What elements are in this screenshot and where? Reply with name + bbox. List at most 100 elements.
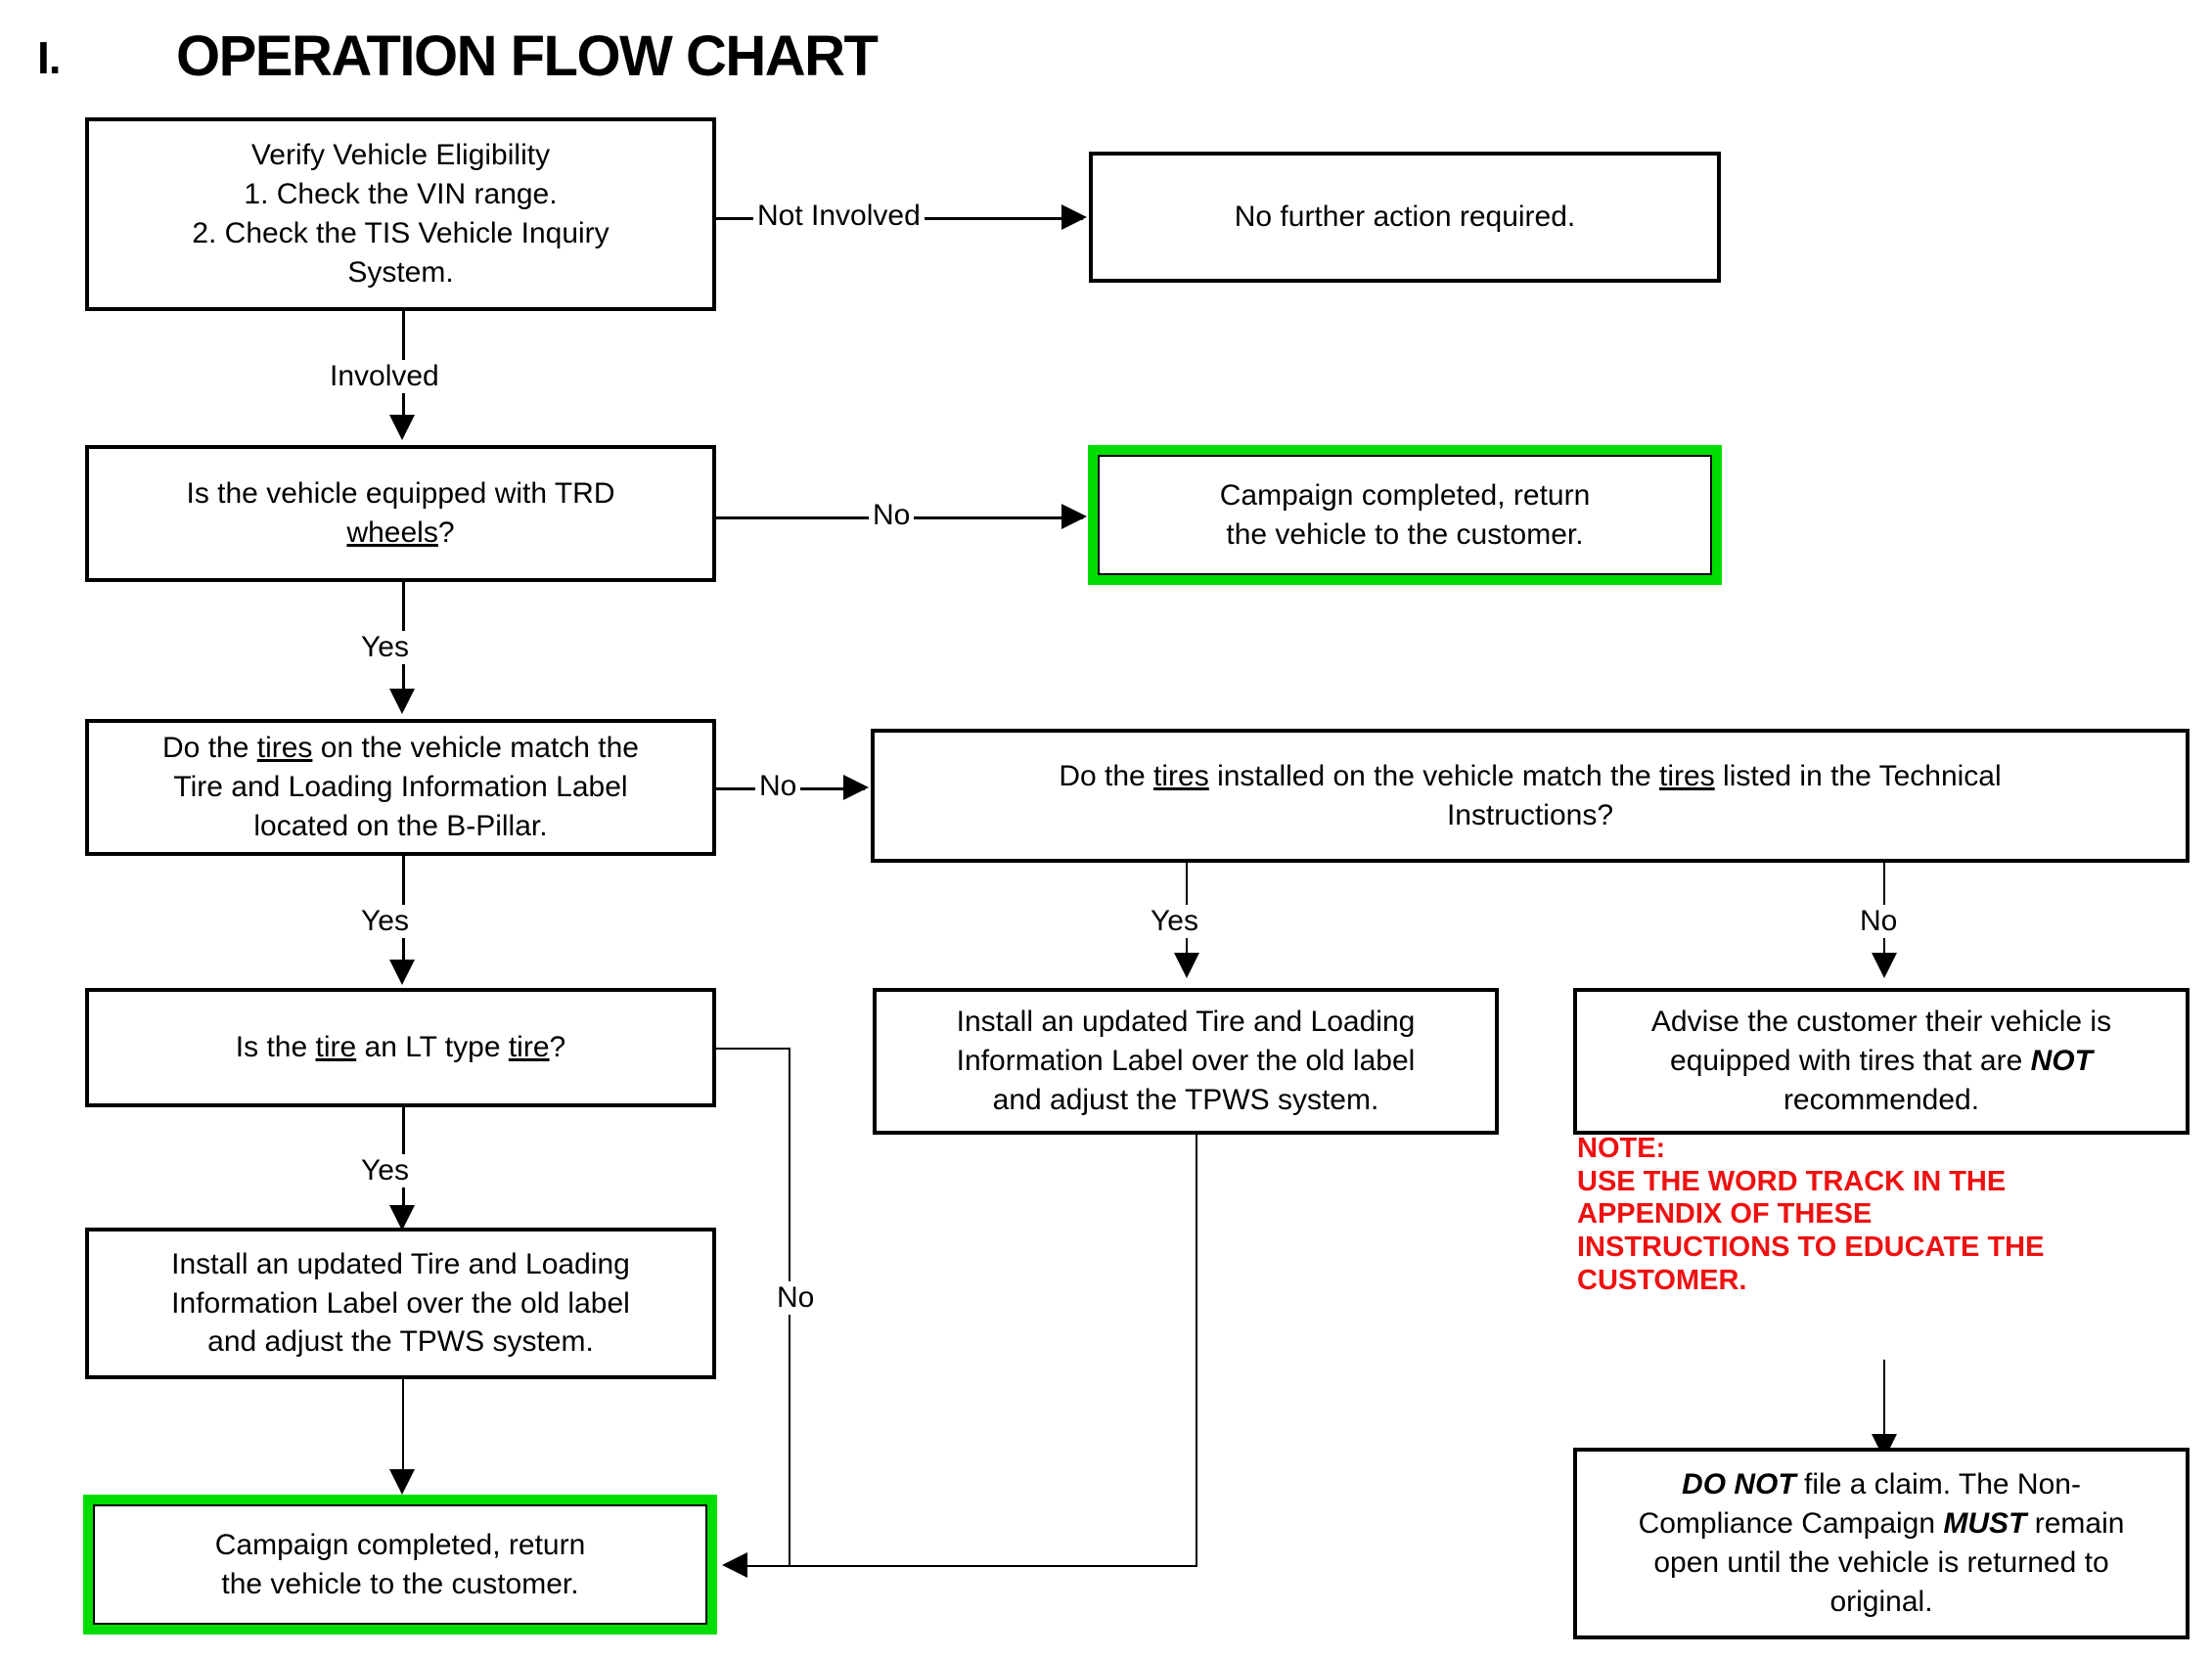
edge-label-ti-no: No [1856,905,1902,938]
advise-line-2: equipped with tires that are NOT [1651,1042,2111,1081]
advise-line-3: recommended. [1783,1083,1980,1116]
campaign-top-line-1: Campaign completed, return [1219,478,1591,512]
advise-line-2-pre: equipped with tires that are [1670,1045,2031,1078]
install-mid-line-2: Information Label over the old label [956,1045,1416,1078]
ti-line1-c: listed in the Technical [1714,759,2002,792]
node-advise-customer[interactable]: Advise the customer their vehicle is equ… [1573,988,2189,1135]
lt-question-text: Is the tire an LT type tire? [236,1028,565,1067]
node-lt-type-tire-question[interactable]: Is the tire an LT type tire? [85,988,716,1107]
tires-label-line-1-post: on the vehicle match the [312,732,639,765]
claim-do-not-emphasis: DO NOT [1682,1468,1796,1501]
node-no-further-action[interactable]: No further action required. [1089,152,1721,283]
edge-advise-to-claim-line [1883,1360,1885,1440]
edge-label-label-match-no: No [755,770,801,803]
edge-into-bottom-green-horizontal [742,1565,1197,1567]
lt-underlined-word-1: tire [315,1031,357,1064]
verify-line-2: 1. Check the VIN range. [244,178,558,211]
edge-label-match-yes-arrowhead [389,960,415,985]
edge-install-left-to-green-arrowhead [389,1469,415,1495]
tires-label-line-1: Do the tires on the vehicle match the [162,729,639,768]
trd-underlined-word: wheels [346,516,438,549]
install-left-line-3: and adjust the TPWS system. [207,1325,594,1359]
campaign-top-line-2: the vehicle to the customer. [1226,517,1584,551]
node-do-not-file-claim[interactable]: DO NOT file a claim. The Non- Compliance… [1573,1448,2189,1639]
ti-question-line-1: Do the tires installed on the vehicle ma… [1059,757,2001,796]
edge-label-not-involved: Not Involved [753,200,925,233]
trd-question-mark: ? [437,516,455,549]
ti-underlined-word-2: tires [1659,759,1715,792]
verify-line-1: Verify Vehicle Eligibility [250,139,551,172]
claim-line-2-pre: Compliance Campaign [1638,1507,1944,1541]
edge-label-label-match-yes: Yes [357,905,413,938]
node-install-label-middle[interactable]: Install an updated Tire and Loading Info… [873,988,1499,1135]
campaign-bottom-line-2: the vehicle to the customer. [221,1567,579,1600]
page-title-row: I. OPERATION FLOW CHART [0,10,1174,88]
no-further-action-line-1: No further action required. [1234,201,1576,234]
edge-label-ti-yes: Yes [1147,905,1202,938]
claim-line-1: DO NOT file a claim. The Non- [1639,1465,2125,1504]
node-verify-vehicle-eligibility[interactable]: Verify Vehicle Eligibility 1. Check the … [85,117,716,311]
note-line-1: NOTE: [1577,1133,1666,1164]
trd-question-line-2: wheels? [186,514,614,553]
lt-post: ? [549,1031,566,1064]
node-campaign-completed-bottom[interactable]: Campaign completed, return the vehicle t… [83,1495,717,1635]
node-tires-match-label-question[interactable]: Do the tires on the vehicle match the Ti… [85,719,716,856]
ti-question-line-2: Instructions? [1446,798,1614,831]
note-line-2: USE THE WORD TRACK IN THE [1577,1165,2007,1197]
advise-line-1: Advise the customer their vehicle is [1650,1006,2112,1039]
campaign-bottom-line-1: Campaign completed, return [214,1528,586,1561]
node-trd-wheels-question[interactable]: Is the vehicle equipped with TRD wheels? [85,445,716,582]
edge-label-lt-no: No [773,1281,819,1315]
verify-line-3: 2. Check the TIS Vehicle Inquiry [192,217,609,249]
claim-line-2-post: remain [2026,1507,2125,1541]
claim-must-emphasis: MUST [1943,1507,2027,1541]
install-mid-line-3: and adjust the TPWS system. [992,1083,1379,1116]
edge-install-left-to-green-line [402,1379,404,1477]
node-campaign-completed-top[interactable]: Campaign completed, return the vehicle t… [1088,445,1722,585]
edge-label-match-no-arrowhead [843,775,869,800]
campaign-completed-top-inner: Campaign completed, return the vehicle t… [1098,455,1712,575]
ti-underlined-word-1: tires [1153,759,1209,792]
claim-line-3: open until the vehicle is returned to [1653,1546,2109,1579]
edge-label-trd-yes: Yes [357,631,413,664]
edge-trd-no-arrowhead [1061,504,1087,529]
campaign-completed-bottom-inner: Campaign completed, return the vehicle t… [93,1504,707,1625]
edge-label-involved: Involved [326,360,443,393]
lt-pre: Is the [235,1031,316,1064]
install-mid-line-1: Install an updated Tire and Loading [956,1006,1416,1039]
node-install-label-left[interactable]: Install an updated Tire and Loading Info… [85,1228,716,1379]
tires-label-line-2: Tire and Loading Information Label [173,771,628,804]
ti-line1-a: Do the [1059,759,1154,792]
install-left-line-2: Information Label over the old label [171,1286,630,1320]
ti-line1-b: installed on the vehicle match the [1208,759,1660,792]
edge-involved-arrowhead [389,415,415,440]
tires-label-line-1-pre: Do the [162,732,257,765]
edge-label-lt-yes: Yes [357,1154,413,1187]
edge-into-bottom-green-arrowhead [722,1552,747,1578]
claim-line-2: Compliance Campaign MUST remain [1639,1504,2125,1544]
note-line-4: INSTRUCTIONS TO EDUCATE THE [1577,1231,2045,1263]
claim-line-1-rest: file a claim. The Non- [1795,1468,2081,1501]
tires-label-line-3: located on the B-Pillar. [253,809,548,842]
advise-not-emphasis: NOT [2030,1045,2093,1078]
note-block: NOTE: USE THE WORD TRACK IN THE APPENDIX… [1577,1133,2184,1297]
note-line-3: APPENDIX OF THESE [1577,1198,1873,1231]
edge-not-involved-arrowhead [1061,204,1087,230]
edge-ti-no-arrowhead [1872,953,1897,978]
verify-line-4: System. [347,255,454,289]
edge-lt-yes-arrowhead [389,1205,415,1231]
edge-lt-no-horizontal [716,1048,790,1050]
note-line-5: CUSTOMER. [1577,1264,1747,1296]
page-title: OPERATION FLOW CHART [176,24,879,88]
edge-label-trd-no: No [869,499,915,532]
section-numeral: I. [37,32,62,83]
claim-line-4: original. [1829,1585,1933,1618]
trd-question-line-1: Is the vehicle equipped with TRD [186,477,615,511]
node-tires-match-ti-question[interactable]: Do the tires installed on the vehicle ma… [871,729,2189,863]
tires-underlined-word-1: tires [256,732,313,765]
install-left-line-1: Install an updated Tire and Loading [171,1247,630,1280]
edge-install-mid-vertical [1196,1135,1197,1566]
edge-ti-yes-arrowhead [1174,953,1199,978]
lt-mid: an LT type [356,1031,509,1064]
